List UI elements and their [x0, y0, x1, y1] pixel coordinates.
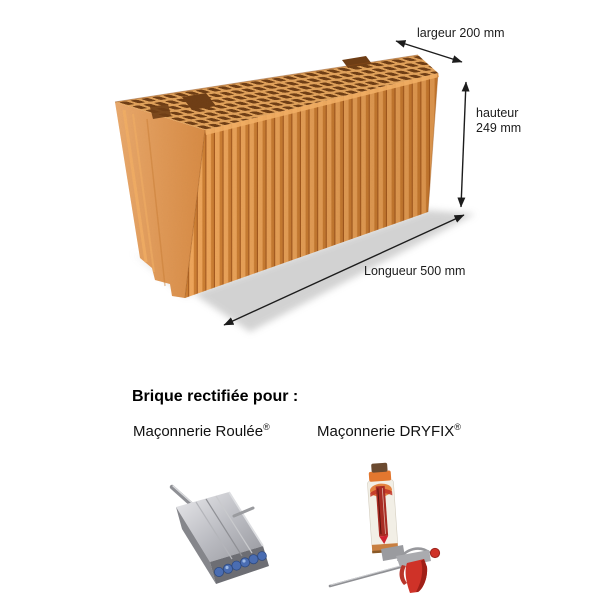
method-roulee-text: Maçonnerie Roulée	[133, 423, 264, 440]
brick-3d-diagram	[114, 40, 475, 332]
registered-mark: ®	[263, 422, 270, 432]
method-label-dryfix: Maçonnerie DRYFIX®	[317, 422, 461, 440]
front-right-edge	[427, 72, 439, 213]
length-dimension-label: Longueur 500 mm	[364, 264, 466, 278]
gun-frame	[381, 545, 441, 567]
dryfix-foam-gun-image	[328, 462, 441, 593]
gun-barrel	[328, 564, 406, 588]
roller-guide-bar	[232, 506, 255, 518]
height-label-word: hauteur	[476, 106, 519, 120]
section-heading: Brique rectifiée pour :	[132, 388, 299, 405]
gun-adjustment-knob	[429, 547, 441, 559]
height-label-value: 249 mm	[476, 121, 522, 135]
foam-cartridge	[367, 462, 399, 554]
method-dryfix-text: Maçonnerie DRYFIX	[317, 423, 455, 440]
height-dimension-label: hauteur 249 mm	[476, 106, 521, 136]
gun-grip	[399, 559, 428, 593]
roller-discs	[213, 551, 267, 578]
width-dimension-arrow	[395, 40, 463, 63]
front-left-edge	[184, 129, 206, 299]
registered-mark: ®	[454, 422, 461, 432]
width-dimension-label: largeur 200 mm	[417, 26, 505, 40]
method-label-roulee: Maçonnerie Roulée®	[133, 422, 270, 440]
length-dimension-arrow	[223, 214, 465, 326]
height-dimension-arrow	[457, 81, 470, 208]
mortar-roller-image	[169, 484, 269, 584]
